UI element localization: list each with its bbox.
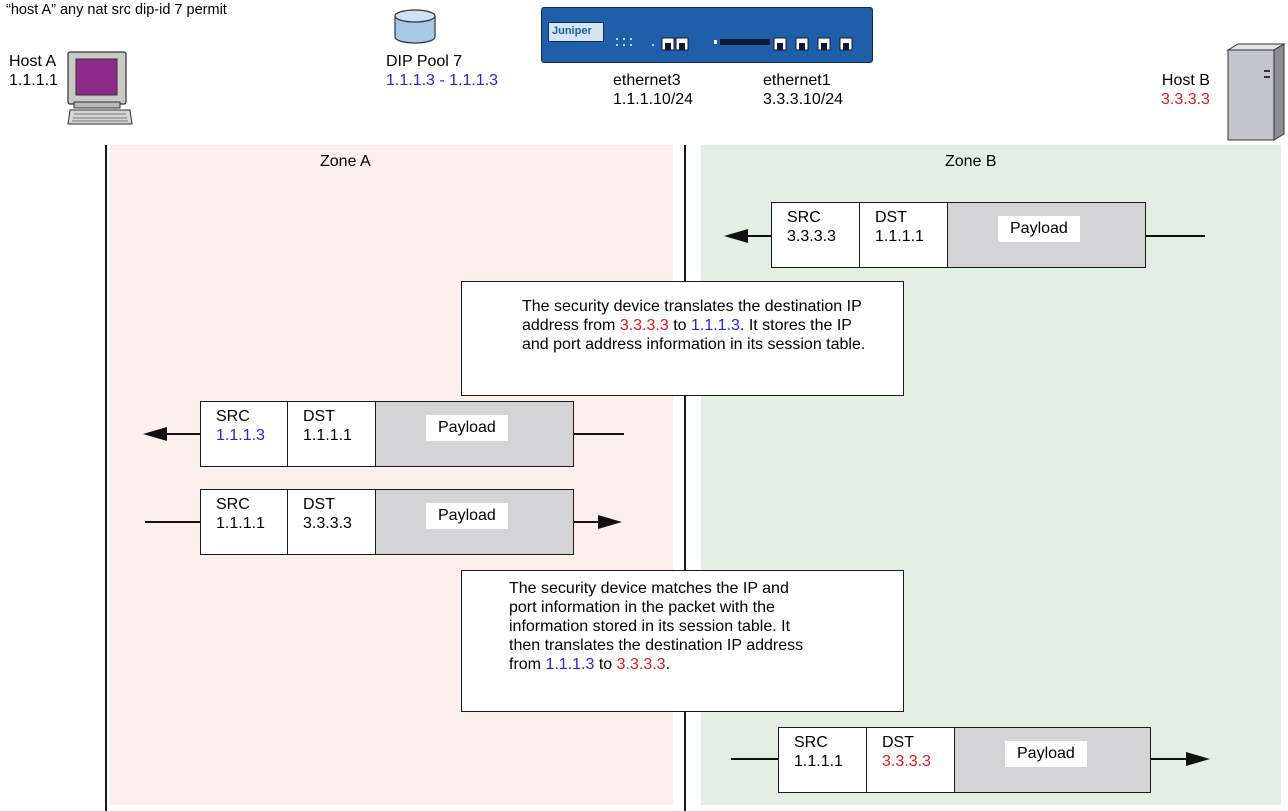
- packet-4-wire-left: [731, 758, 779, 760]
- zone-a-left-boundary: [105, 145, 107, 811]
- juniper-logo: Juniper: [548, 22, 604, 42]
- dip-pool-label: DIP Pool 7 1.1.1.3 - 1.1.1.3: [386, 53, 499, 89]
- dip-pool-database-icon: [394, 9, 436, 44]
- zone-boundary-line: [684, 145, 686, 811]
- zone-b-label: Zone B: [945, 153, 997, 170]
- dip-pool-range: 1.1.1.3 - 1.1.1.3: [386, 72, 499, 89]
- packet-3-arrowhead: [598, 515, 622, 529]
- packet-1-payload: Payload: [948, 203, 1145, 267]
- device-ports-icon: [616, 37, 853, 51]
- translation-note-1: The security device translates the desti…: [461, 281, 904, 396]
- security-device: Juniper: [541, 7, 873, 63]
- packet-1-wire-right: [1146, 235, 1205, 237]
- host-b-server-icon: [1226, 43, 1286, 141]
- interface-ethernet1: ethernet1 3.3.3.10/24: [763, 72, 844, 108]
- host-b-ip: 3.3.3.3: [1161, 91, 1210, 108]
- translation-note-2: The security device matches the IP and p…: [461, 570, 904, 712]
- packet-1-wire-left: [746, 235, 772, 237]
- host-a-computer-icon: [67, 51, 133, 125]
- packet-3-wire-left: [145, 521, 201, 523]
- policy-command: “host A” any nat src dip-id 7 permit: [6, 2, 227, 18]
- packet-3-payload: Payload: [376, 490, 573, 554]
- packet-1-arrowhead: [724, 229, 748, 243]
- packet-2-wire-right: [574, 433, 624, 435]
- zone-a-label: Zone A: [320, 153, 371, 170]
- packet-4-wire-right: [1151, 758, 1188, 760]
- host-a-label: Host A 1.1.1.1: [9, 53, 58, 89]
- host-b-label: Host B 3.3.3.3: [1161, 72, 1210, 108]
- packet-3-wire-right: [574, 521, 600, 523]
- packet-2-arrowhead: [143, 427, 167, 441]
- packet-4-arrowhead: [1186, 752, 1210, 766]
- interface-ethernet3: ethernet3 1.1.1.10/24: [613, 72, 694, 108]
- packet-2-wire-left: [165, 433, 201, 435]
- packet-2-payload: Payload: [376, 402, 573, 466]
- packet-4-payload: Payload: [955, 728, 1150, 792]
